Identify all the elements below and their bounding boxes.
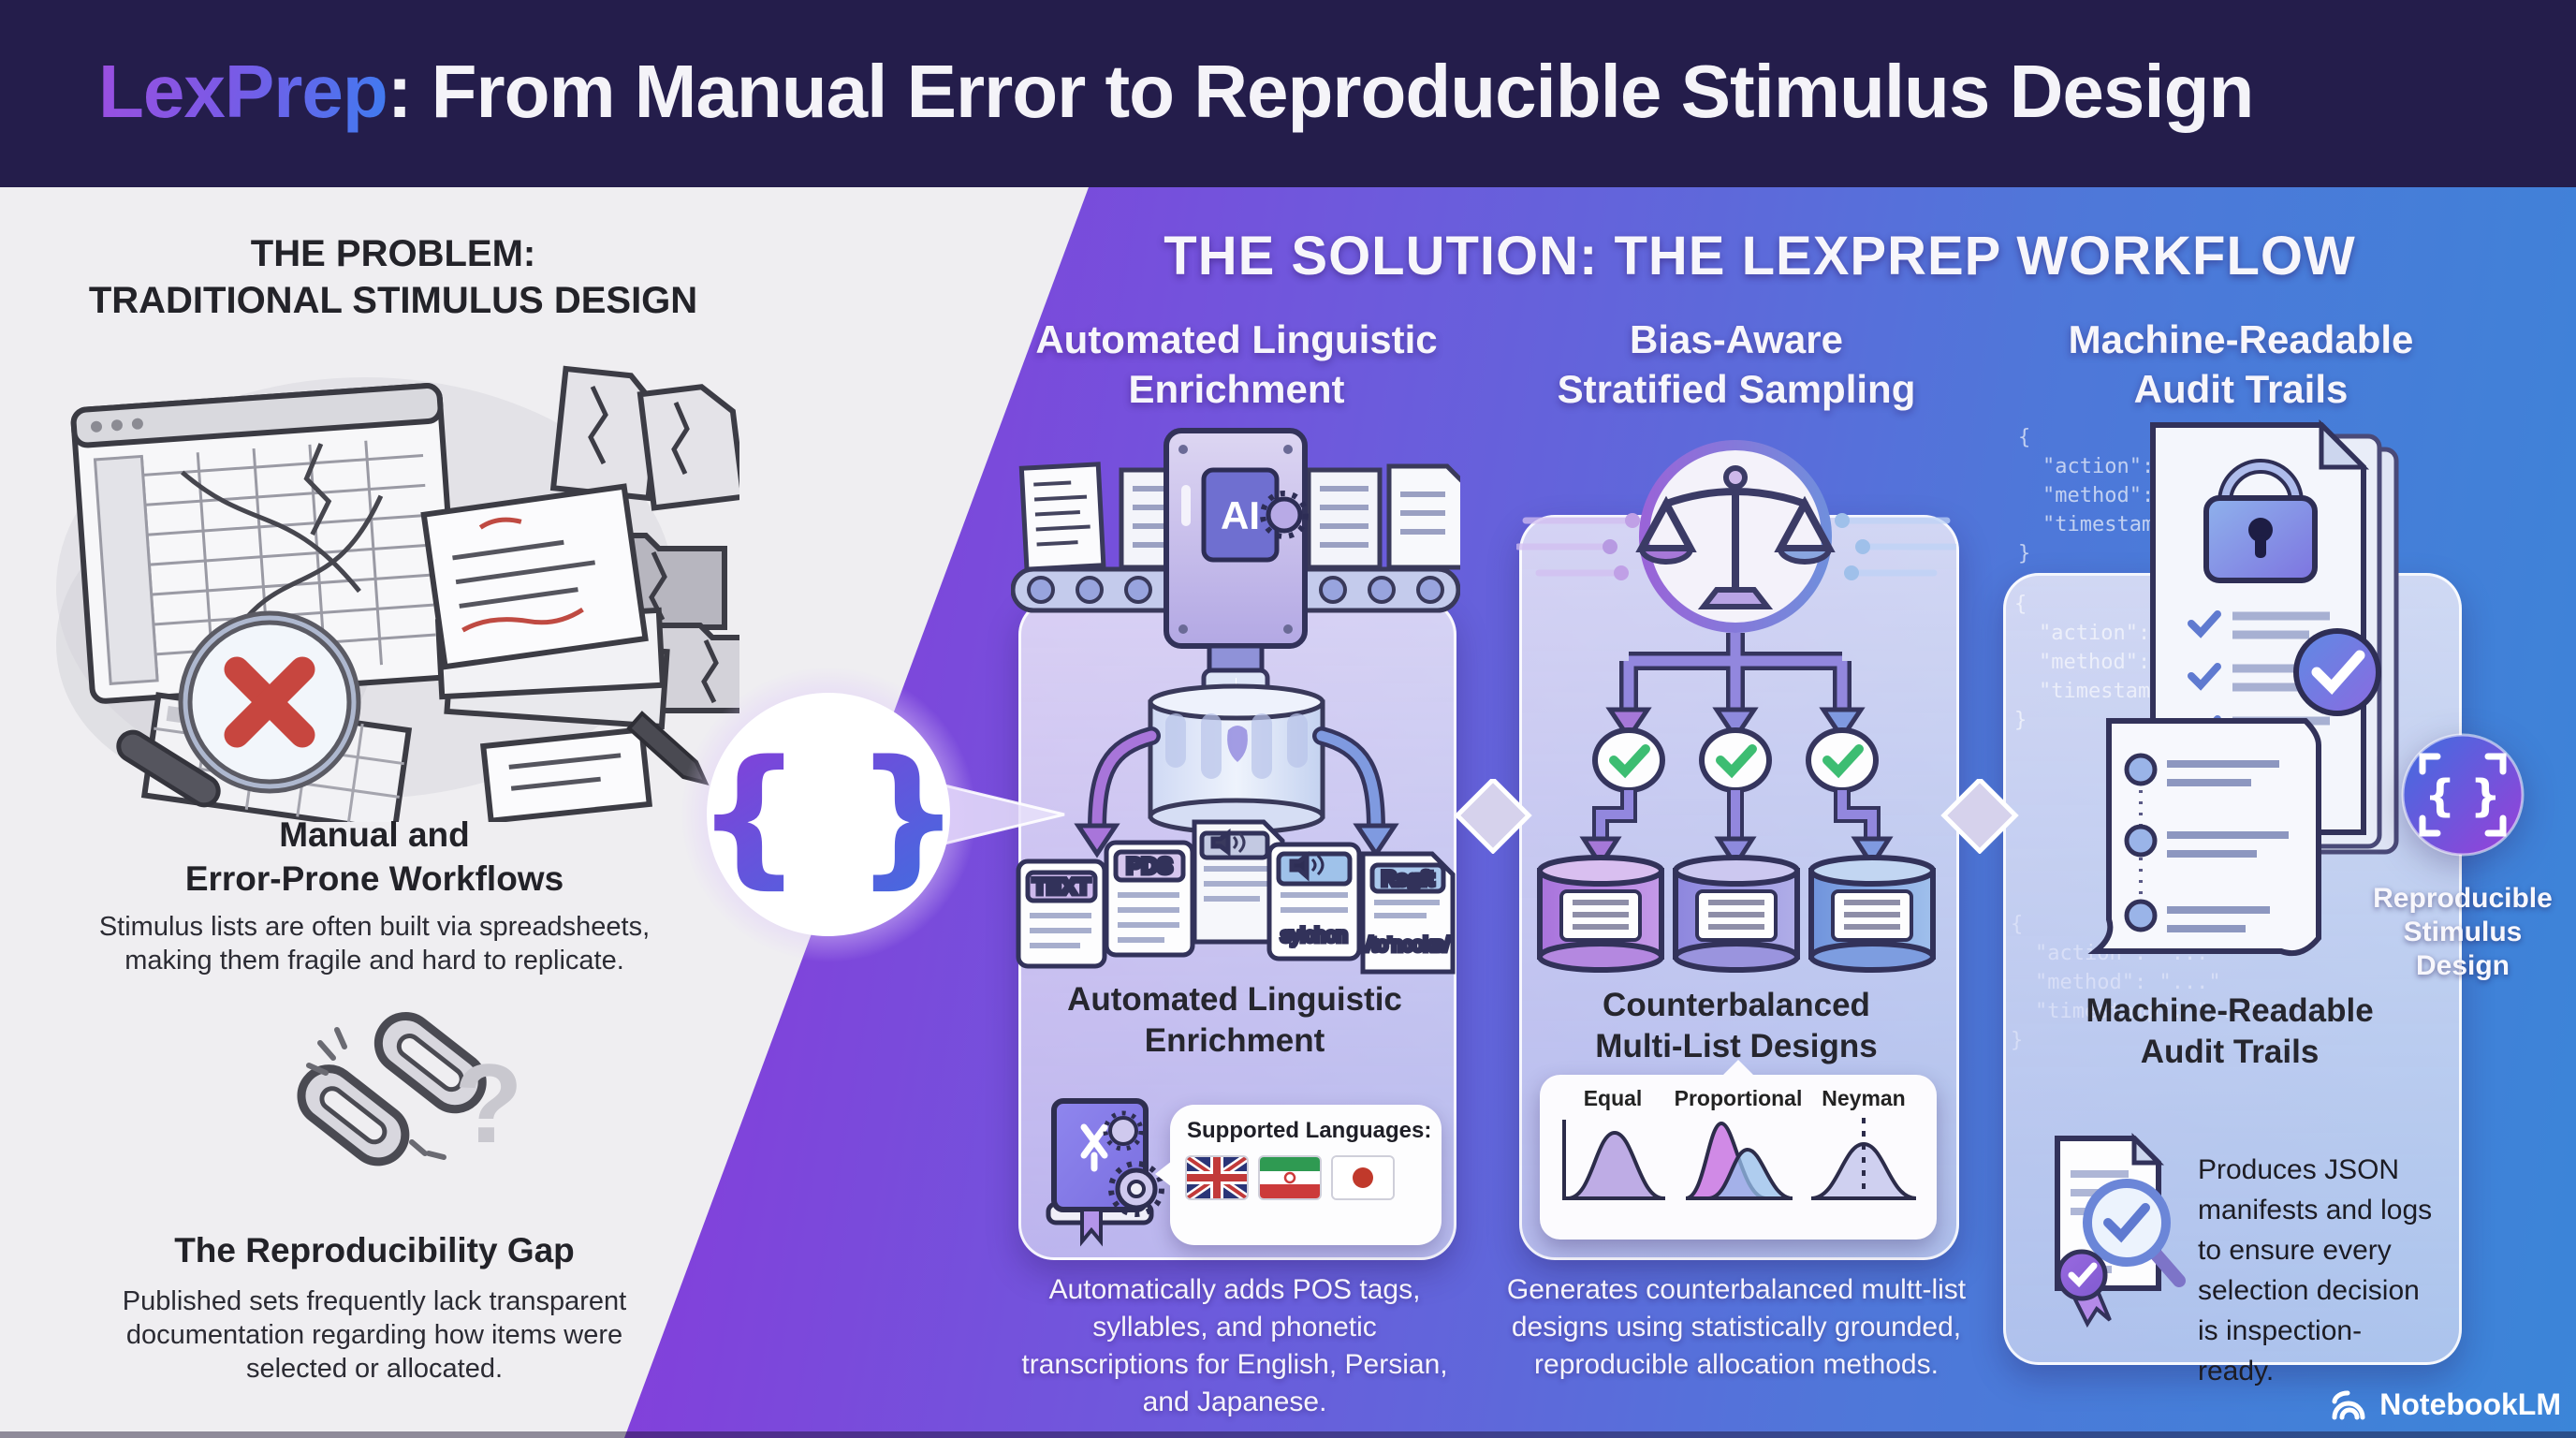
magnifier-check-icon xyxy=(2083,1179,2186,1287)
question-mark: ? xyxy=(454,1041,522,1167)
spark-lines xyxy=(306,1027,446,1160)
verified-check-icon xyxy=(2293,628,2381,716)
svg-text:TEXT: TEXT xyxy=(1032,874,1090,900)
equal-distribution: Equal xyxy=(1553,1084,1673,1230)
allocation-arrows xyxy=(1579,790,1894,870)
language-glyph xyxy=(1080,1123,1108,1172)
audio-doc xyxy=(1192,819,1285,945)
output-documents: TEXT PDS xyxy=(1016,819,1456,975)
gear-icon xyxy=(1108,1161,1164,1217)
phonetic-doc: Rsgft /to'ncoke/ xyxy=(1360,851,1456,975)
notebooklm-attribution: NotebookLM xyxy=(2331,1387,2561,1422)
uk-flag-icon xyxy=(1187,1157,1247,1198)
ribbon-badge-icon xyxy=(2056,1249,2112,1328)
database-icon xyxy=(1673,855,1800,973)
reproducible-badge-icon: { } xyxy=(2401,733,2525,857)
bottom-edge xyxy=(0,1431,2576,1438)
braces-logo-glyph: { } xyxy=(695,727,961,902)
branch-arrows xyxy=(1605,633,1866,742)
gap-title: The Reproducibility Gap xyxy=(174,1231,575,1269)
svg-text:sylchon: sylchon xyxy=(1281,925,1347,946)
frame-brackets xyxy=(2419,753,2507,837)
enrichment-pipeline-illustration: AI xyxy=(1011,428,1460,975)
column3-header: Machine-Readable Audit Trails xyxy=(2068,317,2414,411)
notebooklm-icon xyxy=(2332,1389,2365,1419)
supported-languages-card: Supported Languages: xyxy=(1155,1105,1442,1245)
neyman-distribution: Neyman xyxy=(1804,1084,1924,1230)
syllables-doc: sylchon xyxy=(1266,842,1362,961)
equal-curve xyxy=(1562,1120,1665,1200)
supported-languages-label: Supported Languages: xyxy=(1187,1118,1432,1143)
padlock-icon xyxy=(2203,459,2318,583)
paper-stack xyxy=(420,483,670,730)
dictionary-book-icon xyxy=(1046,1098,1164,1247)
page-title: LexPrep: From Manual Error to Reproducib… xyxy=(98,49,2255,135)
neyman-curve xyxy=(1810,1118,1917,1200)
column2-header: Bias-Aware Stratified Sampling xyxy=(1557,317,1916,411)
audit-body: Produces JSON manifests and logs to ensu… xyxy=(2198,1154,2433,1387)
broken-chain-icon: ? xyxy=(297,1011,523,1167)
database-icon xyxy=(1808,855,1936,973)
enrichment-caption: Automated Linguistic Enrichment xyxy=(1067,981,1402,1059)
ai-machine: AI xyxy=(1164,428,1309,722)
spreadsheet-window xyxy=(70,383,461,704)
header-bar: LexPrep: From Manual Error to Reproducib… xyxy=(0,0,2576,187)
iran-flag-icon xyxy=(1260,1157,1320,1198)
output-arrows xyxy=(1074,726,1399,858)
gap-body: Published sets frequently lack transpare… xyxy=(122,1286,627,1384)
database-icon xyxy=(1537,855,1664,973)
list-databases xyxy=(1537,855,1936,973)
proportional-distribution: Proportional xyxy=(1675,1084,1802,1230)
speaker-icon xyxy=(1210,829,1231,857)
lane2-lane3-connector xyxy=(1940,779,2019,854)
japan-flag-icon xyxy=(1333,1157,1393,1198)
inspection-certificate-icon xyxy=(2055,1132,2186,1328)
pos-doc: PDS xyxy=(1104,840,1195,958)
gear-icon xyxy=(1266,496,1303,534)
text-doc: TEXT xyxy=(1016,858,1107,969)
error-magnifier-icon xyxy=(116,610,361,808)
sampling-flow-illustration xyxy=(1516,440,1956,973)
broken-file-icon xyxy=(549,365,739,511)
brand-name: LexPrep xyxy=(98,50,388,134)
solution-heading: THE SOLUTION: THE LEXPREP WORKFLOW xyxy=(1164,226,2356,286)
log-scroll xyxy=(2087,718,2321,957)
circuit-decoration xyxy=(1516,513,1956,580)
workflows-title: Manual and Error-Prone Workflows xyxy=(184,815,564,898)
sampling-body: Generates counterbalanced multt-list des… xyxy=(1506,1274,1967,1380)
braces-glyph: { } xyxy=(2424,770,2501,821)
audit-caption: Machine-Readable Audit Trails xyxy=(2086,992,2374,1070)
collection-cylinder xyxy=(1148,683,1325,835)
audit-trail-illustration xyxy=(2087,418,2399,957)
speaker-icon xyxy=(1289,851,1310,882)
messy-spreadsheet-illustration xyxy=(56,365,739,822)
handwritten-notes xyxy=(479,726,653,822)
sampling-caption: Counterbalanced Multi-List Designs xyxy=(1595,987,1878,1064)
validation-checks xyxy=(1592,727,1879,793)
svg-text:/to'ncoke/: /to'ncoke/ xyxy=(1366,934,1449,956)
lexprep-logo-circle: { } xyxy=(681,667,976,962)
allocation-methods-card: Equal Proportional Neyman xyxy=(1540,1060,1937,1240)
column1-header: Automated Linguistic Enrichment xyxy=(1035,317,1438,411)
main-area: THE PROBLEM: TRADITIONAL STIMULUS DESIGN xyxy=(0,187,2576,1438)
workflows-body: Stimulus lists are often built via sprea… xyxy=(98,912,651,976)
page-title-rest: : From Manual Error to Reproducible Stim… xyxy=(387,50,2255,134)
svg-text:PDS: PDS xyxy=(1126,854,1172,879)
lane1-lane2-connector xyxy=(1454,779,1532,854)
bookmark-icon xyxy=(1080,1208,1103,1247)
balance-scales-icon xyxy=(1635,440,1836,633)
gear-icon xyxy=(1103,1110,1144,1152)
badge-caption: Reproducible Stimulus Design xyxy=(2373,883,2553,981)
problem-heading: THE PROBLEM: TRADITIONAL STIMULUS DESIGN xyxy=(88,233,698,321)
svg-text:Rsgft: Rsgft xyxy=(1382,867,1435,890)
proportional-curves xyxy=(1685,1121,1793,1200)
timeline-dots xyxy=(2124,753,2158,932)
ai-chip-label: AI xyxy=(1221,493,1260,537)
enrichment-body: Automatically adds POS tags, syllables, … xyxy=(1021,1274,1448,1417)
